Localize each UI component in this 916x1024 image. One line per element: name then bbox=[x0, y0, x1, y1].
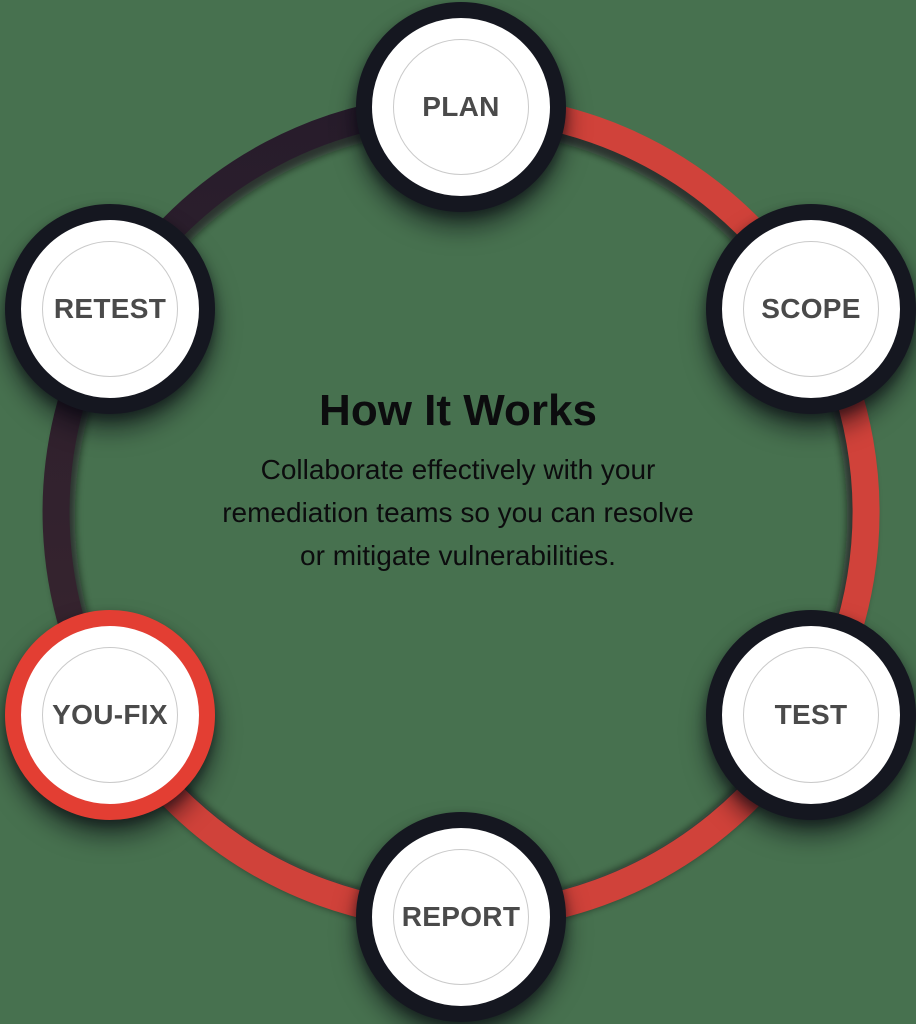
node-plan: PLAN bbox=[356, 2, 566, 212]
node-plan-label: PLAN bbox=[422, 91, 500, 122]
diagram-description: Collaborate effectively with your remedi… bbox=[0, 448, 916, 577]
description-line-1: Collaborate effectively with your bbox=[260, 454, 656, 485]
diagram-title: How It Works bbox=[319, 386, 597, 435]
node-report-label: REPORT bbox=[401, 901, 521, 932]
node-you-fix-label: YOU-FIX bbox=[52, 699, 168, 730]
center-text-block: How It Works Collaborate effectively wit… bbox=[0, 386, 916, 577]
description-line-3: or mitigate vulnerabilities. bbox=[300, 540, 616, 571]
node-test-label: TEST bbox=[774, 699, 848, 730]
node-retest-label: RETEST bbox=[53, 293, 167, 324]
node-report: REPORT bbox=[356, 812, 566, 1022]
node-retest: RETEST bbox=[5, 204, 215, 414]
node-you-fix: YOU-FIX bbox=[5, 610, 215, 820]
description-line-2: remediation teams so you can resolve bbox=[222, 497, 694, 528]
node-scope: SCOPE bbox=[706, 204, 916, 414]
node-scope-label: SCOPE bbox=[761, 293, 861, 324]
node-test: TEST bbox=[706, 610, 916, 820]
